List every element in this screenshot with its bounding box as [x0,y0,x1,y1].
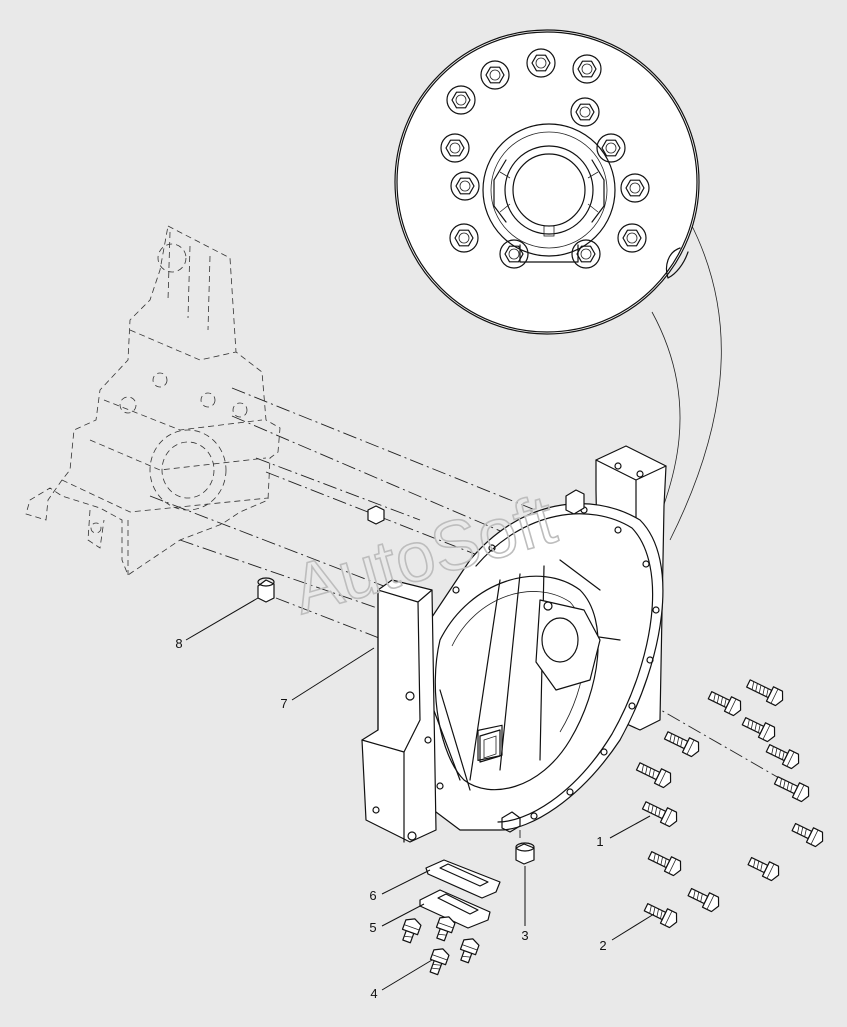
detail-bolt-head [526,48,556,78]
detail-bolt-heads [440,48,650,269]
callout-6: 6 [369,888,376,903]
engine-block-phantom [25,225,281,576]
detail-bolt-head [571,239,601,269]
callout-leader-7 [291,647,375,701]
detail-bolt-head [572,54,602,84]
callout-2: 2 [599,938,606,953]
detail-bolt-head [596,133,626,163]
detail-bolt-head [446,85,476,115]
callouts-group: 1 2 3 4 5 6 7 8 [175,597,655,1001]
detail-bolt-head [617,223,647,253]
hex-bolt [687,887,720,913]
small-hex-bolt [459,938,480,964]
detail-bolt-head [499,239,529,269]
callout-3: 3 [521,928,528,943]
callout-5: 5 [369,920,376,935]
hex-bolt [635,762,672,789]
hex-bolt [707,691,742,717]
detail-bolt-head [620,173,650,203]
small-hex-bolt [435,916,456,942]
hex-bolt [765,744,800,770]
hex-bolt [643,903,678,929]
detail-bolt-head [450,171,480,201]
callout-leader-6 [381,869,431,895]
callout-leader-8 [185,597,259,641]
hex-bolt [747,856,780,882]
hex-bolt [746,679,784,707]
hex-bolt [791,822,824,848]
hex-bolt [741,717,776,743]
detail-bolt-head [480,60,510,90]
plug-part-3 [515,842,535,865]
detail-bolt-head [449,223,479,253]
callout-leader-4 [381,959,433,991]
small-hex-bolt [429,948,450,976]
callout-8: 8 [175,636,182,651]
hex-bolt [647,851,682,877]
cover-gasket-parts [419,859,501,929]
callout-leader-2 [611,913,655,941]
small-hex-bolt [401,918,422,944]
hex-bolt [663,731,700,758]
callout-7: 7 [280,696,287,711]
callout-leader-1 [609,815,651,839]
detail-view-circle [394,29,722,561]
flywheel-housing [361,445,667,843]
alignment-lines [149,387,801,838]
detail-bolt-head [440,133,470,163]
hex-bolt [773,776,810,803]
callout-1: 1 [596,834,603,849]
callout-leader-5 [381,903,425,927]
callout-4: 4 [370,986,377,1001]
detail-bolt-head [570,97,600,127]
hex-bolt [641,801,678,828]
